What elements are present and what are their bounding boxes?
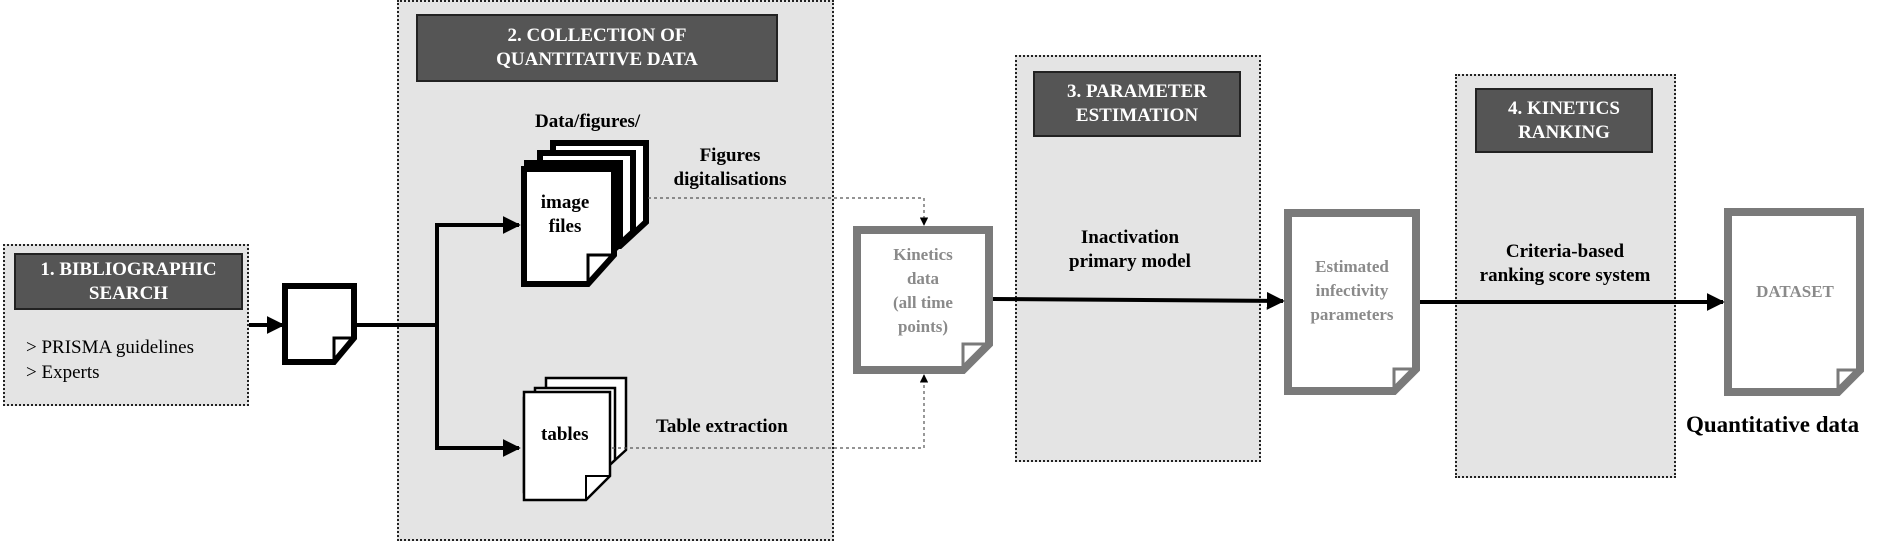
ranking-score-label: Criteria-based ranking score system — [1479, 241, 1651, 286]
image-files-label: image files — [540, 192, 590, 237]
kinetics-data-document — [853, 226, 993, 374]
table-extraction-label: Table extraction — [656, 416, 788, 437]
arrow-kinetics-to-estimated — [992, 291, 1285, 310]
stage-1-item-prisma: > PRISMA guidelines — [26, 337, 195, 358]
figures-digitalisations-label: Figures digitalisations — [673, 145, 787, 190]
image-files-document-stack — [521, 140, 649, 287]
estimated-parameters-document — [1284, 209, 1420, 395]
stage-4-header: 4. KINETICS RANKING — [1475, 88, 1653, 153]
tables-document-stack — [522, 376, 628, 502]
stage-1-item-experts: > Experts — [26, 362, 100, 383]
tables-label: tables — [541, 424, 589, 445]
dataset-text: DATASET — [1756, 282, 1834, 301]
document-icon-search-output — [282, 283, 357, 365]
estimated-parameters-text: Estimated infectivity parameters — [1310, 257, 1394, 324]
dataset-document — [1724, 208, 1864, 396]
table-extraction-connector — [612, 374, 929, 449]
kinetics-data-text: Kinetics data (all time points) — [893, 245, 953, 336]
inactivation-model-label: Inactivation primary model — [1069, 227, 1191, 272]
stage-1-header: 1. BIBLIOGRAPHIC SEARCH — [14, 253, 243, 310]
stage-2-header: 2. COLLECTION OF QUANTITATIVE DATA — [416, 14, 778, 82]
data-figures-label: Data/figures/ — [535, 111, 641, 132]
figures-digitalisation-connector — [648, 197, 929, 226]
quantitative-data-label: Quantitative data — [1686, 412, 1860, 437]
stage-3-header: 3. PARAMETER ESTIMATION — [1033, 71, 1241, 137]
